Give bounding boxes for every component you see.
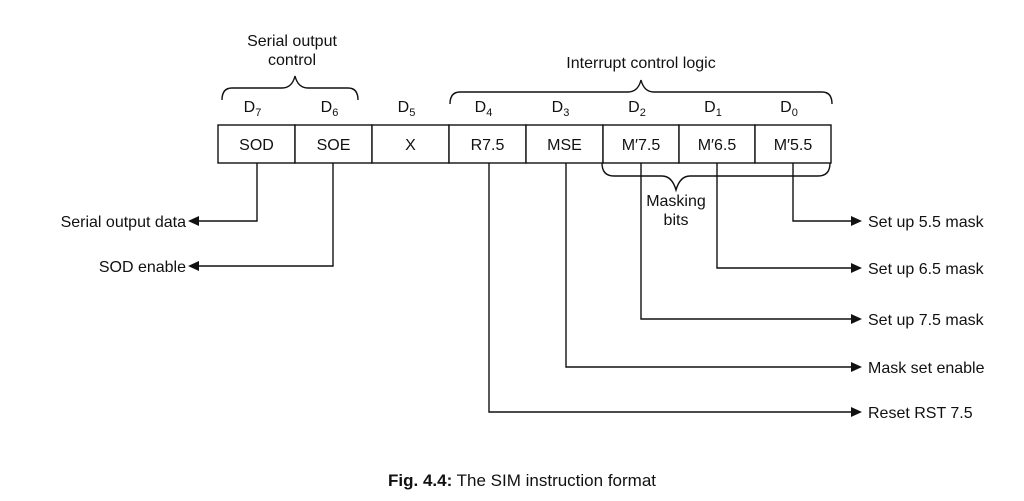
register-cell-d2 — [602, 124, 680, 164]
register-cells: SOD SOE X R7.5 MSE M′7.5 M′6.5 M′5.5 — [217, 124, 832, 164]
caption-text: The SIM instruction format — [452, 471, 656, 490]
bit-letter: D — [321, 99, 333, 116]
bit-subscript: 3 — [563, 107, 569, 119]
field-label-sod: SOD — [239, 137, 274, 154]
bit-subscript: 4 — [486, 107, 492, 119]
interrupt-control-label: Interrupt control logic — [566, 55, 715, 72]
output-label-right: Set up 6.5 mask — [868, 261, 985, 278]
output-label-right: Mask set enable — [868, 360, 985, 377]
bit-subscript: 6 — [332, 107, 338, 119]
bit-subscript: 1 — [716, 107, 722, 119]
register-cell-d6 — [294, 124, 373, 164]
output-label-right: Set up 7.5 mask — [868, 312, 985, 329]
field-label-m-5-5: M′5.5 — [774, 137, 813, 154]
bit-letter: D — [704, 99, 716, 116]
field-label-x: X — [405, 137, 416, 154]
masking-bits-label-line1: Masking — [646, 193, 706, 210]
output-line-right — [640, 163, 852, 320]
output-label-right: Reset RST 7.5 — [868, 405, 973, 422]
bit-label-d7: D7 — [244, 99, 262, 119]
bit-label-d0: D0 — [780, 99, 798, 119]
register-cell-d0 — [754, 124, 832, 164]
bit-letter: D — [780, 99, 792, 116]
arrow-right-icon — [851, 314, 862, 324]
bit-subscript: 7 — [255, 107, 261, 119]
bit-label-d6: D6 — [321, 99, 339, 119]
output-label-left: Serial output data — [61, 214, 187, 231]
serial-output-brace — [221, 75, 359, 101]
masking-bits-brace — [601, 162, 831, 193]
bit-label-d5: D5 — [398, 99, 416, 119]
field-label-mse: MSE — [547, 137, 582, 154]
interrupt-control-brace — [449, 79, 833, 105]
output-line-left — [198, 163, 258, 222]
register-cell-d5 — [371, 124, 450, 164]
bit-letter: D — [244, 99, 256, 116]
arrow-left-icon — [188, 261, 199, 271]
bit-letter: D — [398, 99, 410, 116]
bit-label-d2: D2 — [628, 99, 646, 119]
masking-bits-label-line2: bits — [664, 212, 689, 229]
bit-label-d4: D4 — [475, 99, 493, 119]
register-cell-d3 — [525, 124, 604, 164]
caption-number: Fig. 4.4: — [388, 471, 452, 490]
output-line-right — [716, 163, 852, 269]
arrow-left-icon — [188, 216, 199, 226]
bit-letter: D — [552, 99, 564, 116]
bit-subscript: 0 — [792, 107, 798, 119]
bit-label-d3: D3 — [552, 99, 570, 119]
serial-output-label-line1: Serial output — [247, 33, 337, 50]
bit-label-d1: D1 — [704, 99, 722, 119]
output-label-left: SOD enable — [99, 259, 186, 276]
field-label-soe: SOE — [317, 137, 351, 154]
field-label-m-6-5: M′6.5 — [698, 137, 737, 154]
arrow-right-icon — [851, 263, 862, 273]
output-line-right — [488, 163, 852, 413]
output-line-left — [198, 163, 334, 267]
register-cell-d7 — [217, 124, 296, 164]
serial-output-label-line2: control — [268, 52, 316, 69]
bit-letter: D — [628, 99, 640, 116]
arrow-right-icon — [851, 362, 862, 372]
figure-caption: Fig. 4.4: The SIM instruction format — [388, 471, 656, 490]
output-line-right — [792, 163, 852, 222]
arrow-right-icon — [851, 407, 862, 417]
bit-subscript: 2 — [640, 107, 646, 119]
field-label-r7-5: R7.5 — [471, 137, 505, 154]
arrow-right-icon — [851, 216, 862, 226]
output-line-right — [565, 163, 852, 368]
output-label-right: Set up 5.5 mask — [868, 214, 985, 231]
field-label-m-7-5: M′7.5 — [622, 137, 661, 154]
bit-letter: D — [475, 99, 487, 116]
bit-subscript: 5 — [409, 107, 415, 119]
